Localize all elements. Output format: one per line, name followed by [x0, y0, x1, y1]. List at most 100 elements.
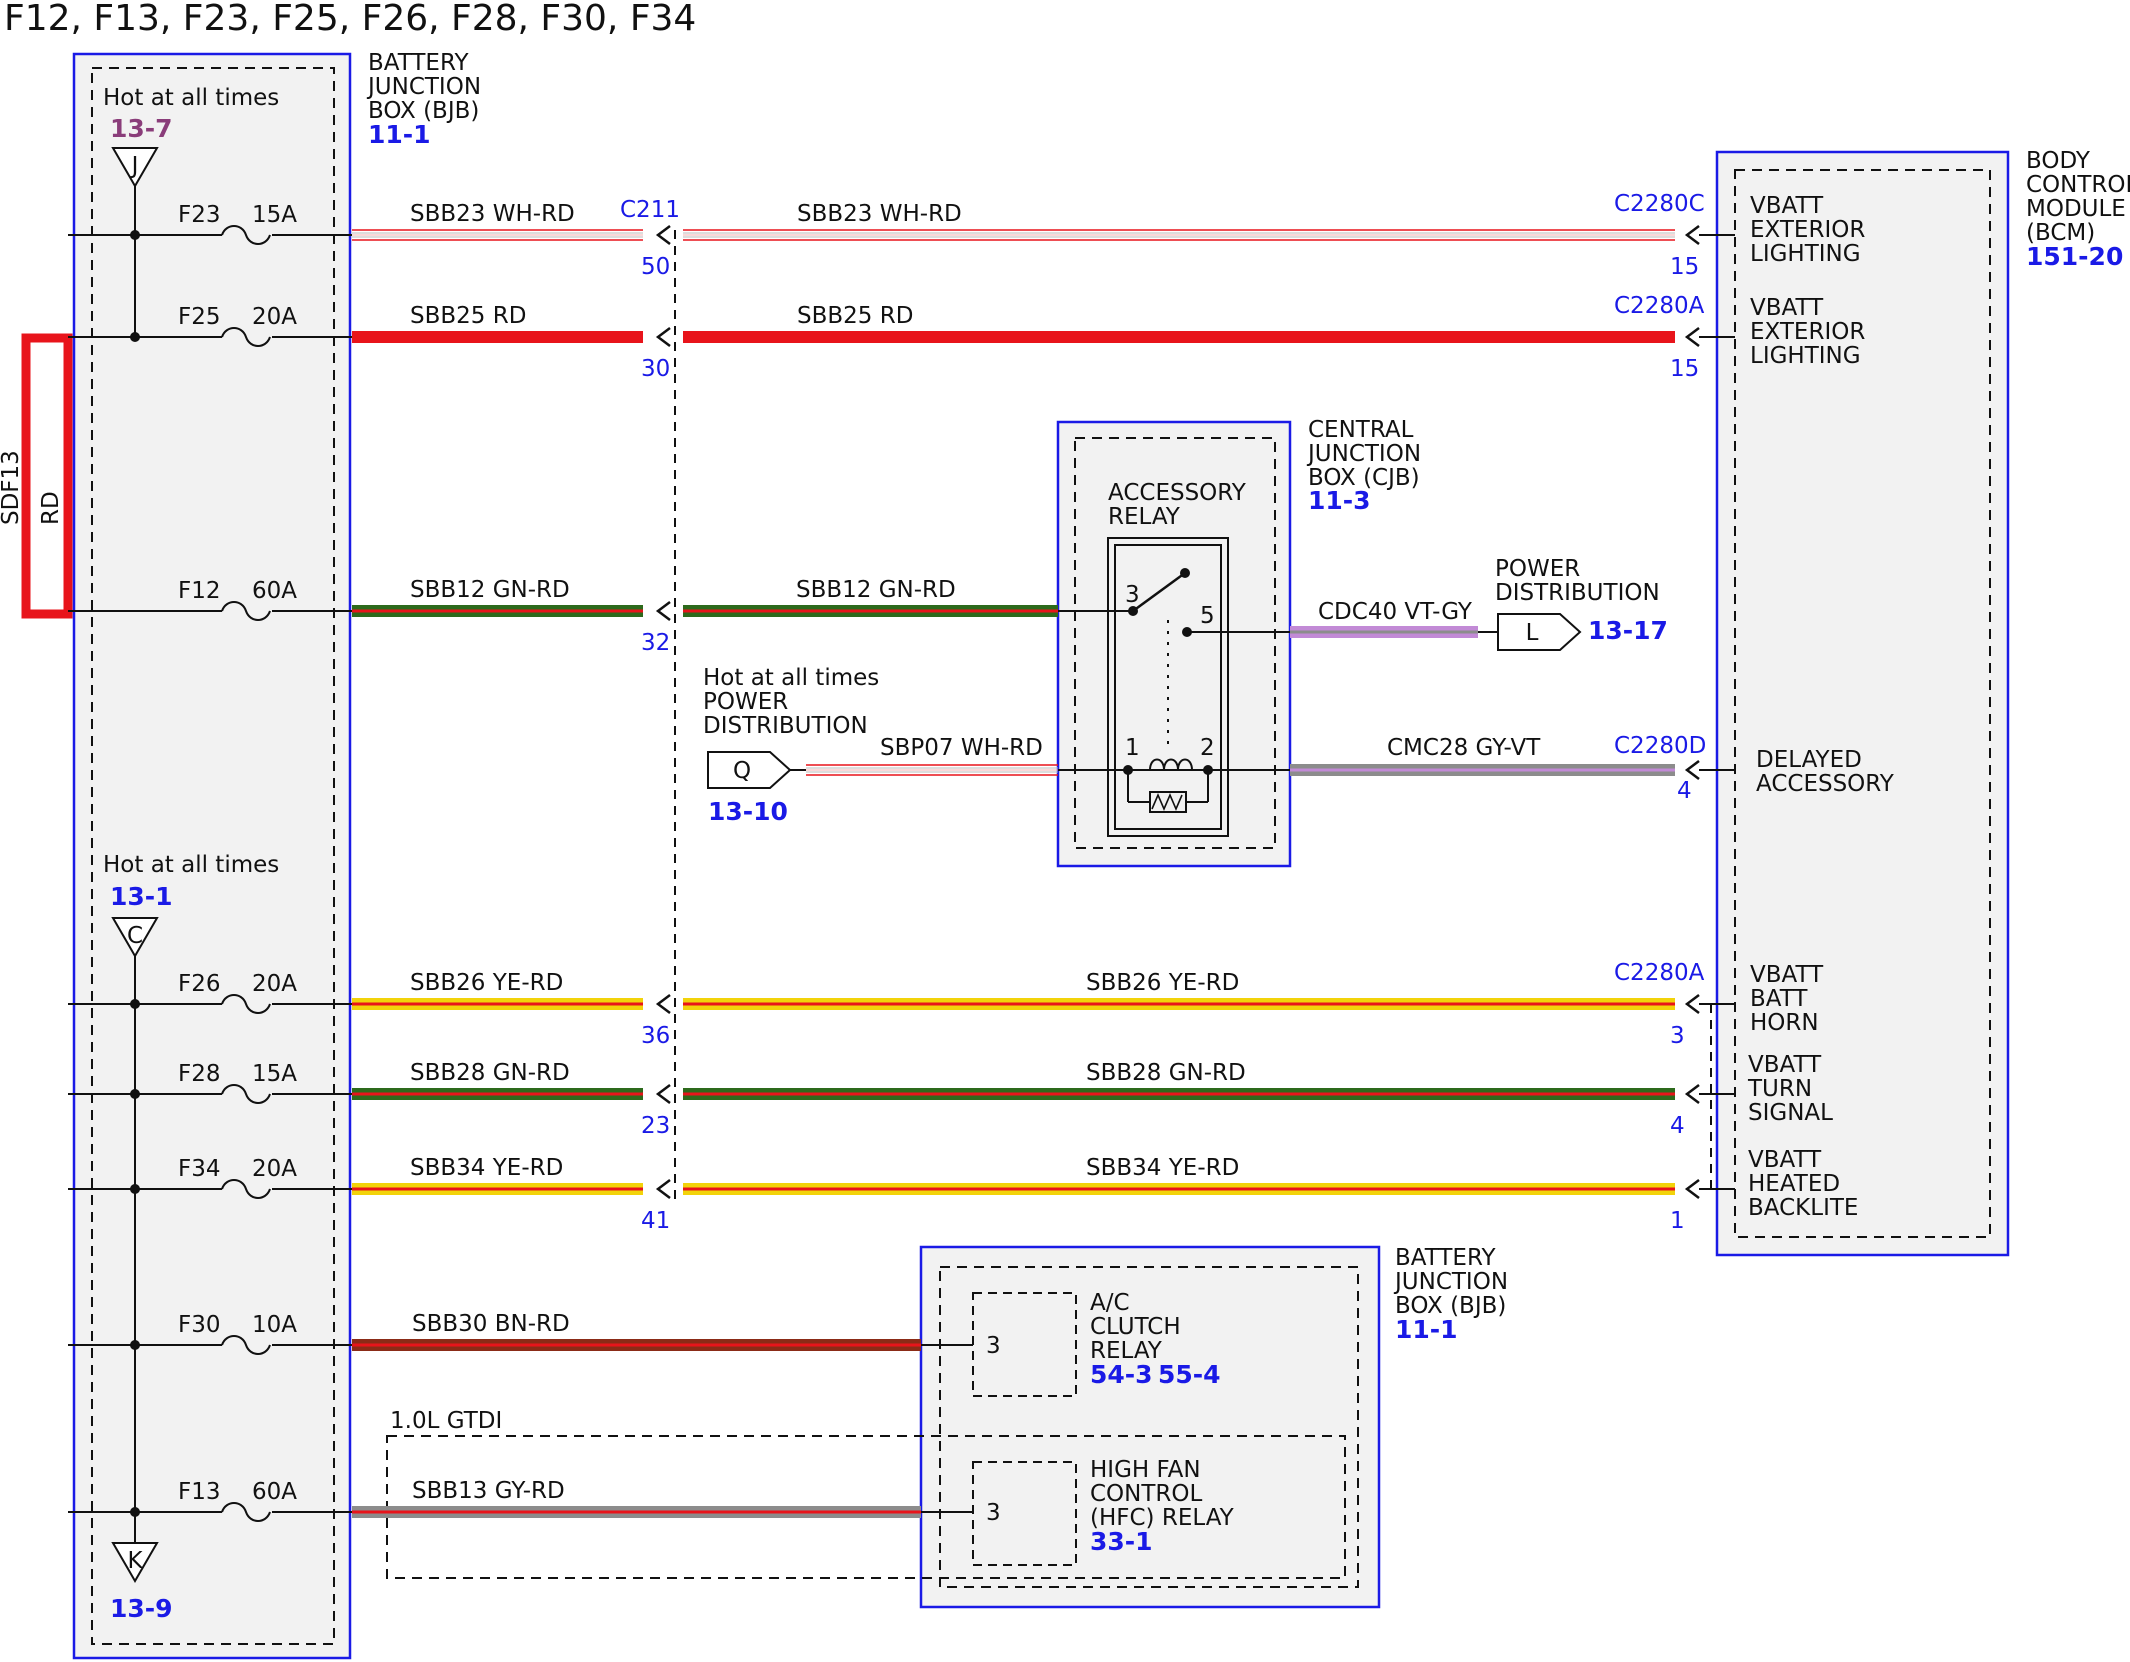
bcm-func: VBATT: [1748, 1147, 1822, 1173]
bcm-func: BATT: [1750, 986, 1808, 1012]
wire2-label-F34: SBB34 YE-RD: [1086, 1155, 1239, 1181]
wire-label-F30: SBB30 BN-RD: [412, 1311, 570, 1337]
bcm-arrow-icon: [1684, 760, 1700, 780]
sbp07-wire-label: SBP07 WH-RD: [880, 735, 1043, 761]
fuse-id-F26: F26: [178, 971, 221, 997]
bcm-func: VBATT: [1750, 295, 1824, 321]
bus-color: RD: [38, 491, 64, 525]
fuse-id-F13: F13: [178, 1479, 221, 1505]
wire-label-F26: SBB26 YE-RD: [410, 970, 563, 996]
bcm-func: HORN: [1750, 1010, 1819, 1036]
bcm-conn-C2280A: C2280A: [1614, 293, 1705, 319]
bcm-arrow-icon: [1684, 1179, 1700, 1199]
relay-pin3: 3: [1125, 582, 1140, 608]
splice-dot-icon: [130, 230, 140, 240]
cdc40-label: CDC40 VT-GY: [1318, 599, 1473, 625]
cmc28-pin: 4: [1677, 778, 1692, 804]
bcm-func: VBATT: [1750, 193, 1824, 219]
hot-mid-tri-icon: [111, 917, 159, 958]
bjb-right-box: [919, 1245, 1381, 1609]
wire-label-F25: SBB25 RD: [410, 303, 526, 329]
fuse-amps-F12: 60A: [252, 578, 297, 604]
bcm-box: [1715, 150, 2010, 1257]
fuse-id-F34: F34: [178, 1156, 221, 1182]
bcm-name: (BCM): [2026, 220, 2095, 246]
hot-mid-tri-icon-letter: C: [127, 923, 143, 949]
bcm-func: EXTERIOR: [1750, 319, 1865, 345]
hfc-ref: 33-1: [1090, 1527, 1153, 1556]
splice-dot-icon: [130, 1507, 140, 1517]
splice-dot-icon: [130, 1184, 140, 1194]
relay-pin2: 2: [1200, 735, 1215, 761]
bcm-conn-C2280C: C2280C: [1614, 191, 1705, 217]
wire2-label-F26: SBB26 YE-RD: [1086, 970, 1239, 996]
bjb-right-name: BATTERY: [1395, 1245, 1496, 1271]
bjb-right-name: BOX (BJB): [1395, 1293, 1506, 1319]
hot-top-label: Hot at all times: [103, 85, 279, 111]
page-title: F12, F13, F23, F25, F26, F28, F30, F34: [4, 0, 696, 39]
ac-ref2: 55-4: [1158, 1360, 1221, 1389]
wire-label-F13: SBB13 GY-RD: [412, 1478, 565, 1504]
cmc28-func: ACCESSORY: [1756, 771, 1895, 797]
bcm-func: LIGHTING: [1750, 343, 1861, 369]
bjb-right-name: JUNCTION: [1393, 1269, 1508, 1295]
hot-top-tri-icon-letter: J: [130, 153, 139, 179]
cjb-name: BOX (CJB): [1308, 465, 1420, 491]
fuse-amps-F34: 20A: [252, 1156, 297, 1182]
bottom-ref: 13-9: [110, 1594, 173, 1623]
c211-label: C211: [620, 197, 680, 223]
ac-name: A/C: [1090, 1290, 1130, 1316]
cmc28-label: CMC28 GY-VT: [1387, 735, 1541, 761]
c211-pin-30: 30: [641, 356, 670, 382]
gtdi-label: 1.0L GTDI: [390, 1408, 502, 1434]
wire2-label-F25: SBB25 RD: [797, 303, 913, 329]
c211-pin-23: 23: [641, 1113, 670, 1139]
resistor-icon: [1149, 791, 1187, 813]
cdc40-ref: 13-17: [1588, 616, 1668, 645]
bcm-arrow-icon: [1684, 994, 1700, 1014]
hfc-pin: 3: [986, 1500, 1001, 1526]
c211-arrow-icon: [655, 1084, 671, 1104]
bjb-left-box: [72, 52, 352, 1660]
bcm-conn-C2280A: C2280A: [1614, 960, 1705, 986]
splice-dot-icon: [130, 332, 140, 342]
bjb-right-inner: [939, 1266, 1359, 1588]
cmc28-conn: C2280D: [1614, 733, 1706, 759]
hot-mid-ref: 13-1: [110, 882, 173, 911]
bcm-func: BACKLITE: [1748, 1195, 1858, 1221]
cjb-name: CENTRAL: [1308, 417, 1414, 443]
c211-arrow-icon: [655, 327, 671, 347]
fuse-id-F28: F28: [178, 1061, 221, 1087]
bus-bar-sdf13: [21, 333, 73, 619]
wire-label-F28: SBB28 GN-RD: [410, 1060, 570, 1086]
sbp07-pent-icon-letter: Q: [733, 758, 751, 784]
relay-name: ACCESSORY: [1108, 480, 1247, 506]
fuse-amps-F30: 10A: [252, 1312, 297, 1338]
cmc28-func: DELAYED: [1756, 747, 1862, 773]
bjb-left-name: BATTERY: [368, 50, 469, 76]
relay-pin1: 1: [1125, 735, 1140, 761]
bjb-left-inner: [91, 67, 335, 1645]
bcm-pin: 15: [1670, 254, 1699, 280]
resistor-zigzag-icon: [1151, 792, 1183, 812]
cdc40-pent-icon-letter: L: [1526, 620, 1539, 646]
c211-pin-50: 50: [641, 254, 670, 280]
bcm-pin: 1: [1670, 1208, 1685, 1234]
bcm-arrow-icon: [1684, 1084, 1700, 1104]
component-boxes: [21, 52, 2010, 1660]
ac-name: RELAY: [1090, 1338, 1163, 1364]
cdc40-pent-icon: [1497, 613, 1582, 651]
c211-pin-41: 41: [641, 1208, 670, 1234]
cdc40-dest: DISTRIBUTION: [1495, 580, 1660, 606]
fuse-id-F30: F30: [178, 1312, 221, 1338]
cjb-name: JUNCTION: [1306, 441, 1421, 467]
wire-label-F23: SBB23 WH-RD: [410, 201, 575, 227]
splice-dot-icon: [130, 1089, 140, 1099]
fuse-id-F23: F23: [178, 202, 221, 228]
fuse-id-F25: F25: [178, 304, 221, 330]
bcm-pin: 15: [1670, 356, 1699, 382]
bcm-ref: 151-20: [2026, 242, 2123, 271]
bjb-left-name: JUNCTION: [366, 74, 481, 100]
fuse-amps-F25: 20A: [252, 304, 297, 330]
